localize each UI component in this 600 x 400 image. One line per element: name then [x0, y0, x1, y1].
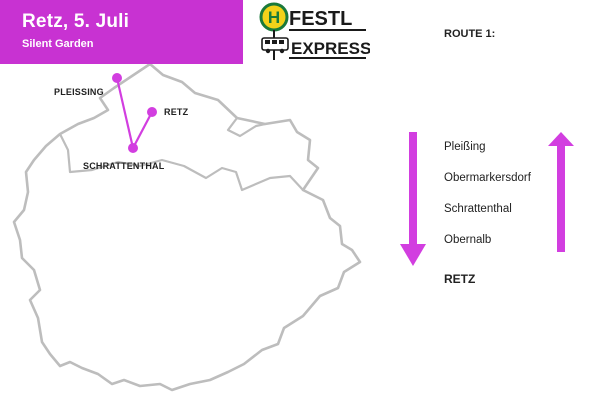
place-label-retz: RETZ [164, 107, 189, 117]
route-destination: RETZ [444, 272, 476, 286]
inner-border [59, 133, 304, 192]
place-label-pleissing: PLEISSING [54, 87, 104, 97]
route-stop: Schrattenthal [444, 203, 512, 215]
svg-text:EXPRESS: EXPRESS [291, 39, 370, 58]
route-line [115, 77, 135, 149]
page-title: Retz, 5. Juli [22, 11, 130, 32]
route-stop: Obernalb [444, 234, 492, 246]
route-stop: Pleißing [444, 141, 486, 153]
arrow-down-icon [400, 132, 426, 266]
header-banner: Retz, 5. Juli Silent Garden [0, 0, 243, 64]
inner-border-north [226, 117, 266, 138]
route-title: ROUTE 1: [444, 28, 496, 40]
marker-pleissing[interactable] [112, 73, 122, 83]
route-line [132, 111, 153, 149]
marker-retz[interactable] [147, 107, 157, 117]
festl-express-logo: H FESTL EXPRESS [259, 2, 370, 60]
svg-text:FESTL: FESTL [289, 8, 352, 30]
marker-schrattenthal[interactable] [128, 143, 138, 153]
place-label-schrattenthal: SCHRATTENTHAL [83, 161, 165, 171]
arrow-up-icon [548, 132, 574, 252]
district-border [12, 62, 362, 392]
svg-text:H: H [268, 8, 280, 27]
route-stop: Obermarkersdorf [444, 172, 531, 184]
page-subtitle: Silent Garden [22, 38, 94, 50]
bus-icon [261, 37, 289, 54]
